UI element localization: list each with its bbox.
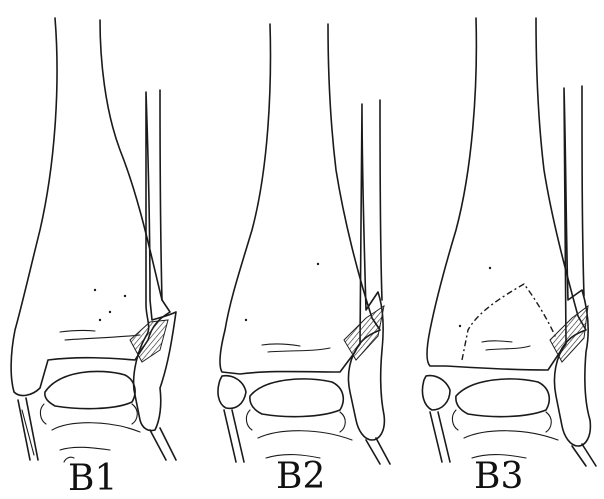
tibia-b2 [220, 24, 380, 374]
fracture-zone-b1 [130, 320, 168, 362]
fracture-zone-b2 [344, 306, 384, 360]
panel-label-b1: B1 [68, 458, 117, 499]
panel-b3 [422, 18, 596, 466]
panel-b1 [11, 18, 176, 462]
talus-b3 [456, 379, 549, 417]
fibula-b3 [554, 88, 590, 446]
panel-b2 [218, 24, 390, 464]
fracture-zone-b3 [550, 306, 588, 362]
panel-label-b2: B2 [276, 456, 325, 497]
tibia-b3 [427, 18, 586, 370]
panel-label-b3: B3 [474, 456, 523, 497]
fibula-b1 [134, 92, 176, 431]
fibula-b2 [348, 104, 384, 440]
talus-b2 [250, 379, 343, 417]
talus-b1 [45, 371, 135, 408]
